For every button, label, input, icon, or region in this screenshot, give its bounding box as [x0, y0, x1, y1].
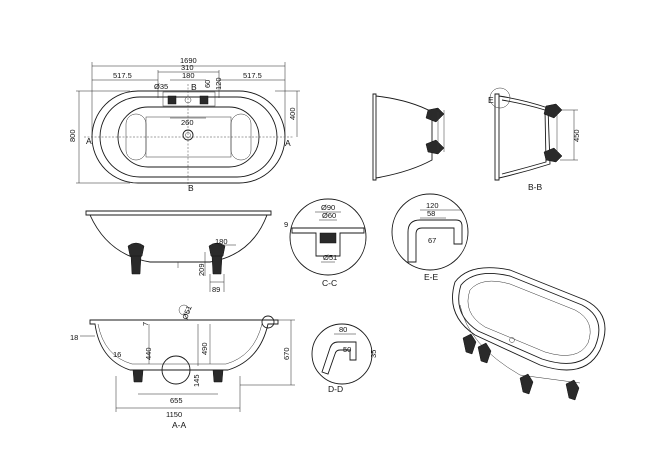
perspective-view	[452, 267, 606, 401]
bb-body-inner	[501, 99, 547, 175]
dim-60: 60	[203, 80, 212, 88]
detail-ee-circle	[391, 193, 469, 271]
side-foot-left-leg	[130, 255, 142, 275]
detail-dd: 80 50 35 D-D	[311, 323, 378, 394]
section-a-right: A	[285, 138, 291, 148]
dim-517-right: 517.5	[243, 71, 262, 80]
aa-inner-line	[97, 323, 263, 365]
detail-ee-label: E-E	[424, 272, 439, 282]
detail-e-label: E	[488, 95, 494, 105]
iso-foot-3	[519, 373, 534, 395]
bb-rim	[494, 93, 500, 181]
dim-aa-145: 145	[192, 374, 201, 387]
dim-aa-1150: 1150	[166, 410, 182, 419]
bb-foot-bottom	[543, 147, 563, 163]
aa-detail-c-circle	[161, 355, 191, 385]
cc-waste-section	[291, 227, 365, 257]
bb-foot-top	[543, 103, 563, 119]
dim-ee-120: 120	[426, 201, 439, 210]
aa-detail-d-circle	[261, 315, 275, 329]
dim-aa-490: 490	[200, 342, 209, 355]
iso-foot-1	[462, 333, 477, 355]
tap-hole-right	[199, 95, 209, 105]
end-view	[372, 93, 445, 181]
dim-cc-9: 9	[284, 220, 288, 229]
dim-89: 89	[212, 285, 220, 294]
floor-panel-left	[125, 113, 147, 161]
detail-dd-label: D-D	[328, 384, 343, 394]
dim-cc-90: Ø90	[321, 203, 335, 212]
dim-aa-670: 670	[282, 347, 291, 360]
dim-209: 209	[197, 263, 206, 276]
end-foot-top	[425, 107, 445, 123]
section-b-top: B	[191, 82, 197, 92]
dim-180: 180	[182, 71, 195, 80]
tap-deck	[162, 91, 216, 107]
dim-ee-58: 58	[427, 209, 435, 218]
detail-cc-label: C-C	[322, 278, 337, 288]
dim-400: 400	[288, 107, 297, 120]
dim-120: 120	[214, 77, 223, 90]
aa-foot-left	[132, 369, 144, 383]
dim-450: 450	[572, 129, 581, 142]
side-body	[89, 214, 268, 263]
dim-cc-51: Ø51	[323, 253, 337, 262]
dim-aa-16: 16	[113, 350, 121, 359]
ee-rim-section	[407, 219, 463, 263]
dim-aa-7: 7	[141, 322, 150, 326]
section-aa: Ø51 18 16 440 7 490 670 145 655 1150 A-A	[70, 304, 295, 430]
dim-dd-80: 80	[339, 325, 347, 334]
iso-foot-2	[477, 342, 492, 364]
section-bb-label: B-B	[528, 182, 543, 192]
dim-cc-60: Ø60	[322, 211, 336, 220]
cc-waste-plug	[319, 232, 337, 244]
dim-ee-67: 67	[428, 236, 436, 245]
dd-rim-section	[321, 341, 357, 375]
bb-body	[498, 95, 551, 179]
section-a-left: A	[86, 136, 92, 146]
dim-800: 800	[68, 129, 77, 142]
side-rim	[85, 210, 272, 216]
tap-hole-left	[167, 95, 177, 105]
dim-310: 310	[181, 63, 194, 72]
detail-cc-circle	[289, 198, 367, 276]
section-b-bottom: B	[188, 183, 194, 193]
iso-rim-outer	[452, 267, 606, 371]
side-foot-right-leg	[211, 255, 223, 275]
iso-foot-4	[565, 379, 580, 401]
section-bb-view: E 450 B-B	[488, 87, 581, 192]
iso-rim-inner	[458, 273, 600, 364]
aa-foot-right	[212, 369, 224, 383]
dim-1690: 1690	[180, 56, 197, 65]
dim-tap-dia: Ø35	[154, 82, 168, 91]
aa-overflow	[178, 304, 190, 316]
aa-body	[89, 319, 279, 371]
detail-cc: Ø90 Ø60 Ø51 9 C-C	[284, 198, 367, 288]
detail-ee: 120 58 67 E-E	[391, 193, 469, 282]
floor-panel-right	[230, 113, 252, 161]
iso-waste	[509, 337, 515, 343]
top-view: 1690 517.5 517.5 310 180 Ø35 60 120 260 …	[68, 56, 300, 193]
dim-aa-655: 655	[170, 396, 183, 405]
dim-517-left: 517.5	[113, 71, 132, 80]
dim-aa-51: Ø51	[180, 304, 193, 320]
dim-dd-50: 50	[343, 345, 351, 354]
dim-dd-35: 35	[369, 350, 378, 358]
dim-260: 260	[181, 118, 194, 127]
side-view: 180 209 89	[85, 210, 272, 294]
dim-180-side: 180	[215, 237, 228, 246]
section-aa-label: A-A	[172, 420, 187, 430]
iso-basin	[467, 280, 591, 356]
iso-body-line	[459, 304, 581, 384]
end-rim	[372, 93, 377, 181]
dim-aa-440: 440	[144, 347, 153, 360]
dim-aa-18: 18	[70, 333, 78, 342]
detail-e-circle	[489, 87, 511, 109]
detail-dd-circle	[311, 323, 373, 385]
tub-basin	[117, 106, 260, 168]
end-foot-bottom	[425, 139, 445, 155]
end-body	[375, 95, 433, 179]
